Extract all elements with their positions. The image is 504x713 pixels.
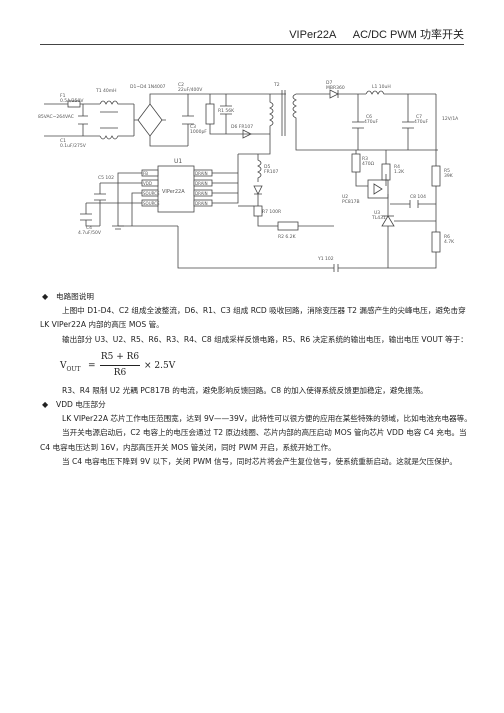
- label-f1-value: 0.5A/250V: [60, 98, 84, 104]
- formula-equals: =: [88, 360, 96, 371]
- paragraph: LK VIPer22A 芯片工作电压范围宽，达到 9V——39V，此特性可以很方…: [62, 414, 472, 424]
- diamond-bullet-icon: ◆: [42, 400, 49, 410]
- paragraph: 上图中 D1-D4、C2 组成全波整流，D6、R1、C3 组成 RCD 吸收回路…: [40, 306, 466, 330]
- label-chip-name: VIPer22A: [162, 189, 185, 195]
- label-r4: R4: [394, 164, 400, 170]
- label-c4-value: 4.7uF/50V: [78, 230, 102, 236]
- pin-label-3: SOURCE: [143, 191, 160, 196]
- pin-label-2: VDD: [143, 181, 152, 186]
- label-vout: 12V/1A: [442, 116, 459, 122]
- pin-label-4: SOURCE: [143, 201, 160, 206]
- label-c4: C4: [86, 225, 92, 231]
- label-bridge: D1~D4 1N4007: [130, 84, 166, 90]
- section-title: 电路图说明: [56, 292, 94, 301]
- label-u3-value: TL431: [371, 215, 386, 221]
- paragraph: 当 C4 电容电压下降到 9V 以下，关闭 PWM 信号，同时芯片将会产生复位信…: [62, 456, 457, 466]
- formula-fraction: R5 + R6 R6: [100, 350, 140, 380]
- label-c6: C6: [366, 114, 372, 120]
- label-t2: T2: [273, 82, 280, 88]
- label-r1: R1 56K: [218, 108, 235, 114]
- label-u2: U2: [342, 194, 348, 200]
- label-c2-value: 22uF/400V: [178, 87, 203, 93]
- section-vdd: ◆ VDD 电压部分: [40, 398, 476, 412]
- pin-label-5: DRAIN: [195, 171, 208, 176]
- label-r3-value: 470Ω: [362, 161, 375, 167]
- label-d5-value: FR107: [264, 169, 278, 175]
- pin-label-6: DRAIN: [195, 181, 208, 186]
- bridge-rectifier: [137, 103, 163, 137]
- label-r5-value: 39K: [444, 173, 454, 179]
- diamond-bullet-icon: ◆: [42, 292, 49, 301]
- label-y1: Y1 102: [317, 256, 334, 262]
- label-chip-ref: U1: [174, 158, 182, 165]
- label-r4-value: 1.2K: [394, 169, 405, 175]
- paragraph: R3、R4 限制 U2 光耦 PC817B 的电流，避免影响反馈回路。C8 的加…: [62, 385, 428, 395]
- paragraph: 输出部分 U3、U2、R5、R6、R3、R4、C8 组成采样反馈电路，R5、R6…: [62, 334, 468, 344]
- label-d5: D5: [264, 164, 270, 170]
- label-d6: D6 FR107: [231, 124, 253, 130]
- label-r3: R3: [362, 156, 368, 162]
- header-title: AC/DC PWM 功率开关: [352, 29, 464, 41]
- label-r7: R7 100R: [262, 209, 281, 215]
- label-c7: C7: [416, 114, 422, 120]
- formula-multiplier: × 2.5V: [144, 360, 176, 371]
- section-circuit-description: ◆ 电路图说明: [40, 290, 476, 304]
- formula-denominator: R6: [113, 368, 127, 379]
- document-body: ◆ 电路图说明 上图中 D1-D4、C2 组成全波整流，D6、R1、C3 组成 …: [40, 290, 476, 469]
- circuit-schematic: F1 0.5A/250V T1 40mH D1~D4 1N4007 C2 22u…: [38, 80, 459, 272]
- pin-label-7: DRAIN: [195, 191, 208, 196]
- formula-vout: VOUT: [60, 360, 81, 373]
- label-c1: C1: [60, 138, 66, 144]
- label-c1-value: 0.1uF/275V: [60, 143, 87, 149]
- section-title: VDD 电压部分: [56, 400, 106, 410]
- label-u2-value: PC817B: [342, 199, 360, 205]
- paragraph: 当开关电源启动后，C2 电容上的电压会通过 T2 原边线圈、芯片内部的高压启动 …: [40, 428, 467, 452]
- pin-label-8: DRAIN: [195, 201, 208, 206]
- label-t1: T1 40mH: [95, 88, 117, 94]
- label-d7-value: MBR360: [326, 85, 345, 91]
- label-r2: R2 6.2K: [278, 234, 297, 240]
- label-c5: C5 102: [98, 175, 114, 181]
- label-r6-value: 4.7K: [444, 239, 455, 245]
- label-u3: U3: [374, 210, 380, 216]
- label-f1: F1: [60, 93, 66, 99]
- page-header: VIPer22A AC/DC PWM 功率开关: [289, 26, 464, 42]
- formula-numerator: R5 + R6: [100, 350, 140, 367]
- label-r5: R5: [444, 168, 450, 174]
- fuse-f1: [67, 100, 81, 108]
- label-l1: L1 10uH: [372, 84, 391, 90]
- label-d7: D7: [326, 80, 332, 86]
- label-c8: C8 104: [410, 194, 426, 200]
- label-c2: C2: [178, 82, 184, 88]
- label-c3: C3: [190, 124, 196, 130]
- label-ac-input: 85VAC~264VAC: [38, 114, 74, 120]
- vout-formula: VOUT = R5 + R6 R6 × 2.5V: [60, 350, 476, 380]
- label-c3-value: 1000pF: [190, 129, 207, 135]
- pin-label-1: FB: [143, 171, 148, 176]
- header-part-number: VIPer22A: [289, 29, 337, 41]
- header-rule: [40, 44, 464, 45]
- label-c6-value: 470uF: [364, 119, 378, 125]
- optocoupler-u2: [367, 179, 389, 199]
- label-r6: R6: [444, 234, 450, 240]
- label-c7-value: 470uF: [414, 119, 428, 125]
